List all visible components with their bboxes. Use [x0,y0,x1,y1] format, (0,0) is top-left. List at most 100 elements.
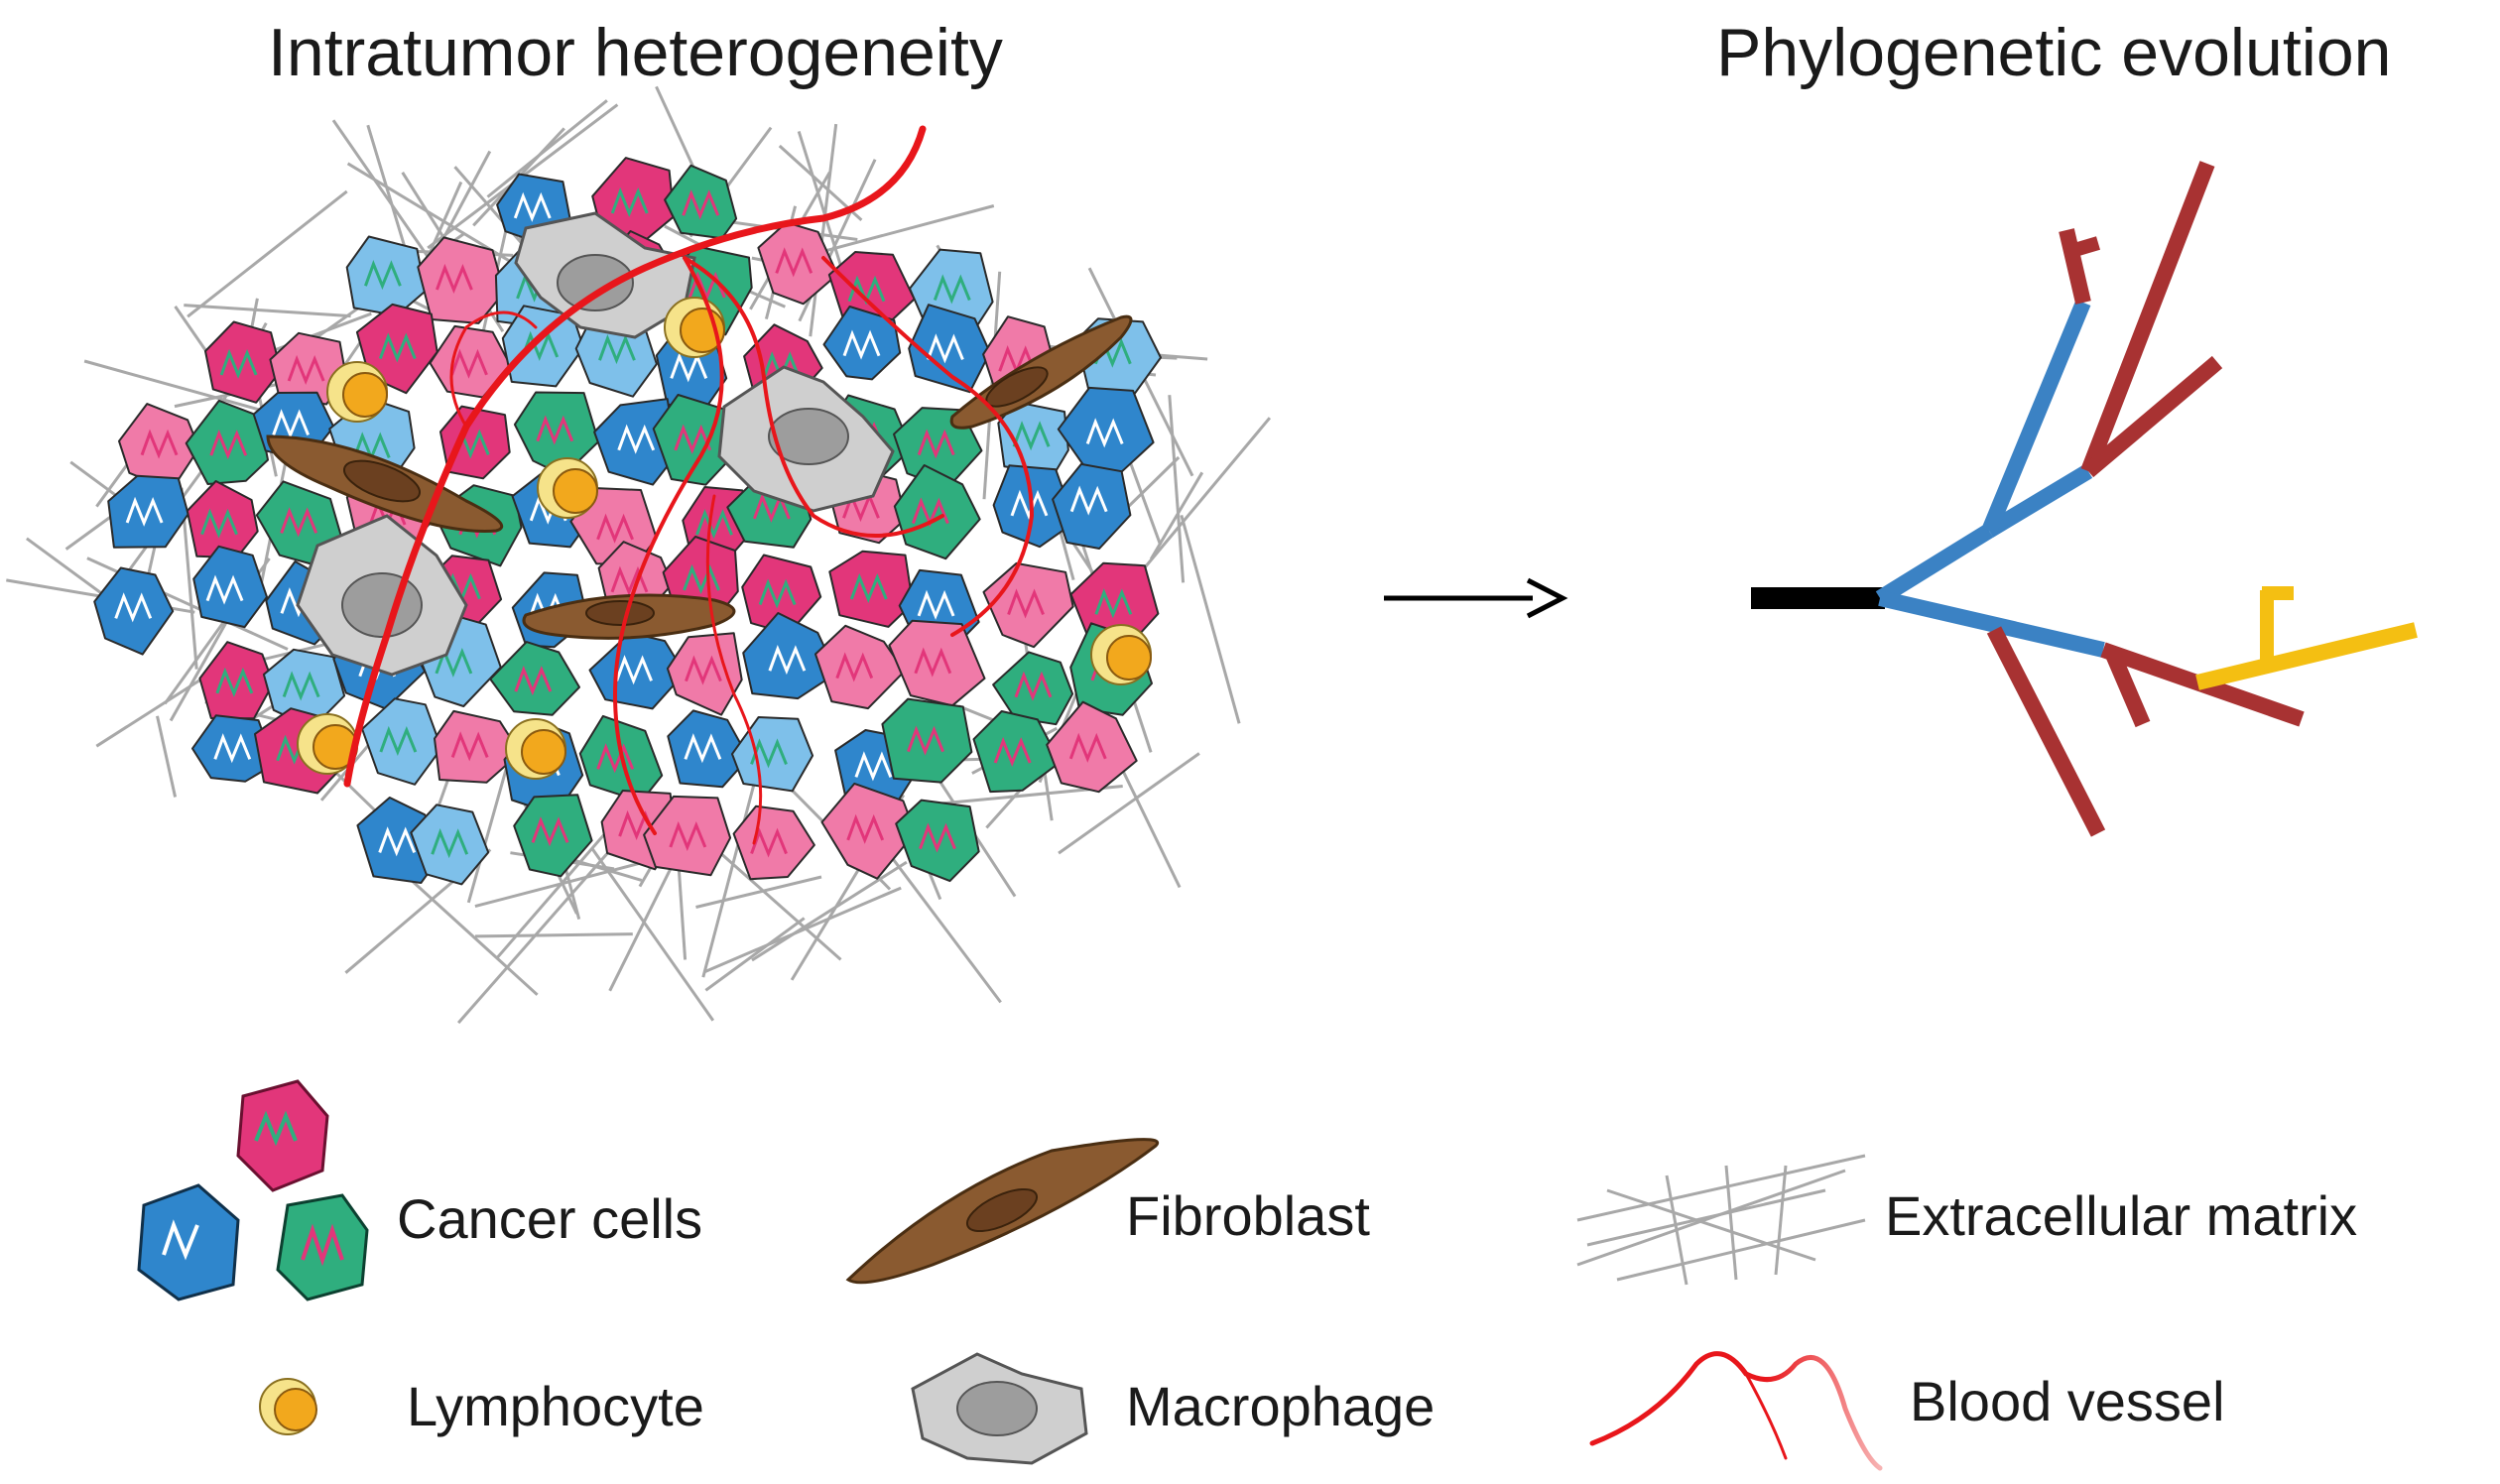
legend-label-blood-vessel: Blood vessel [1910,1370,2225,1432]
legend-lymphocyte-icon [259,1378,317,1435]
macrophage-nucleus [557,254,634,311]
fibroblasts-group [266,314,1133,640]
cancer-cell [417,236,506,324]
cancer-cell [742,612,838,700]
cancer-cell [118,403,200,492]
cancer-cell [1052,462,1132,550]
cancer-cell [893,464,981,560]
fibroblast-nucleus [343,459,421,503]
tree-branch-blue [1981,299,2091,535]
ecm-fiber [1180,514,1241,724]
ecm-fiber [591,848,715,1022]
cancer-cell [192,545,268,629]
tree-branch-red [1986,626,2106,837]
ecm-fiber [703,886,902,973]
ecm-fiber [184,304,351,318]
ecm-fiber [1168,395,1186,583]
cancer-cell [820,782,917,880]
ecm-fiber [1058,752,1200,855]
cancer-cell [908,304,991,394]
blood-vessel [449,310,538,429]
cancer-cell [191,714,276,783]
ecm-fiber [695,875,822,909]
cancer-cell [434,709,522,784]
legend-label-fibroblast: Fibroblast [1126,1184,1370,1247]
cancer-cell [269,331,347,406]
ecm-fiber [809,123,838,337]
transition-arrow [1384,577,1568,619]
legend [137,1079,1883,1471]
lymphocyte-cell [297,713,358,775]
macrophage-nucleus [341,572,423,638]
tree-branch-blue [1984,464,2093,538]
cancer-cell [814,624,906,710]
cancer-cell [732,804,815,881]
blood-vessel [705,494,763,845]
cancer-cell [667,709,750,789]
cancer-cell [757,221,839,306]
blood-vessel [343,125,927,788]
tree-branch-red [2059,228,2091,305]
cancer-cell [982,561,1074,649]
cancer-cell [731,716,814,793]
legend-blood-vessel-icon [1589,1351,1883,1471]
lymphocyte-cell [537,457,598,519]
phylogenetic-tree [1751,161,2418,837]
ecm-fiber [486,99,608,198]
lymphocyte-cell [326,361,388,423]
cancer-cell [204,320,282,404]
ecm-fiber [474,932,633,938]
ecm-fiber [346,162,537,279]
ecm-fiber [456,848,612,1025]
tree-branch-blue [1875,524,1994,605]
cancer-cell [501,305,585,388]
blood-vessel [683,256,944,538]
cancer-cell [186,480,259,559]
cancer-cell [591,157,676,245]
ecm-fiber [156,715,178,798]
ecm-fiber [1133,417,1272,581]
cancer-cell [513,794,593,878]
cancer-cell [107,474,189,549]
cancer-cell [593,398,678,486]
tree-branch-red [2082,355,2223,478]
tree-branch-red [2105,651,2151,728]
ecm-fiber [751,860,908,962]
tumor-illustration [6,85,1272,1025]
tree-branch-yellow [2195,622,2418,690]
tree-branch-blue [1878,590,2105,658]
cancer-cell [992,651,1074,726]
fibroblast-nucleus [585,600,655,626]
cancer-cell [93,566,175,656]
lymphocyte-cell [1090,624,1152,685]
ecm-fiber [495,833,605,959]
cancer-cell [895,799,980,883]
cancer-cell [198,641,275,720]
cancer-cell [992,464,1076,549]
legend-fibroblast-icon [845,1138,1160,1285]
cancer-cell [664,164,738,240]
ecm-fiber [187,189,348,318]
cancer-cell [643,795,732,877]
legend-cancer-cells-icon [137,1079,369,1301]
legend-label-lymphocyte: Lymphocyte [407,1375,704,1437]
lymphocyte-cell [505,718,566,780]
cancer-cell [972,710,1062,794]
legend-macrophage-icon [911,1352,1088,1465]
cancer-cell [345,235,427,317]
tree-branch-red [2080,161,2215,474]
legend-label-macrophage: Macrophage [1126,1375,1436,1437]
legend-ecm-icon [1576,1154,1866,1286]
ecm-fiber [169,610,234,722]
blood-vessel [821,256,1035,637]
tree-branch-red [2069,236,2100,258]
title-intratumor-heterogeneity: Intratumor heterogeneity [268,15,1003,90]
cancer-cell [489,641,580,716]
blood-vessels-group [343,125,1035,845]
macrophages-group [296,211,895,677]
legend-label-cancer-cells: Cancer cells [397,1187,703,1250]
cancer-cell [361,697,442,786]
cancer-cell [439,405,511,480]
blood-vessel [612,256,724,835]
